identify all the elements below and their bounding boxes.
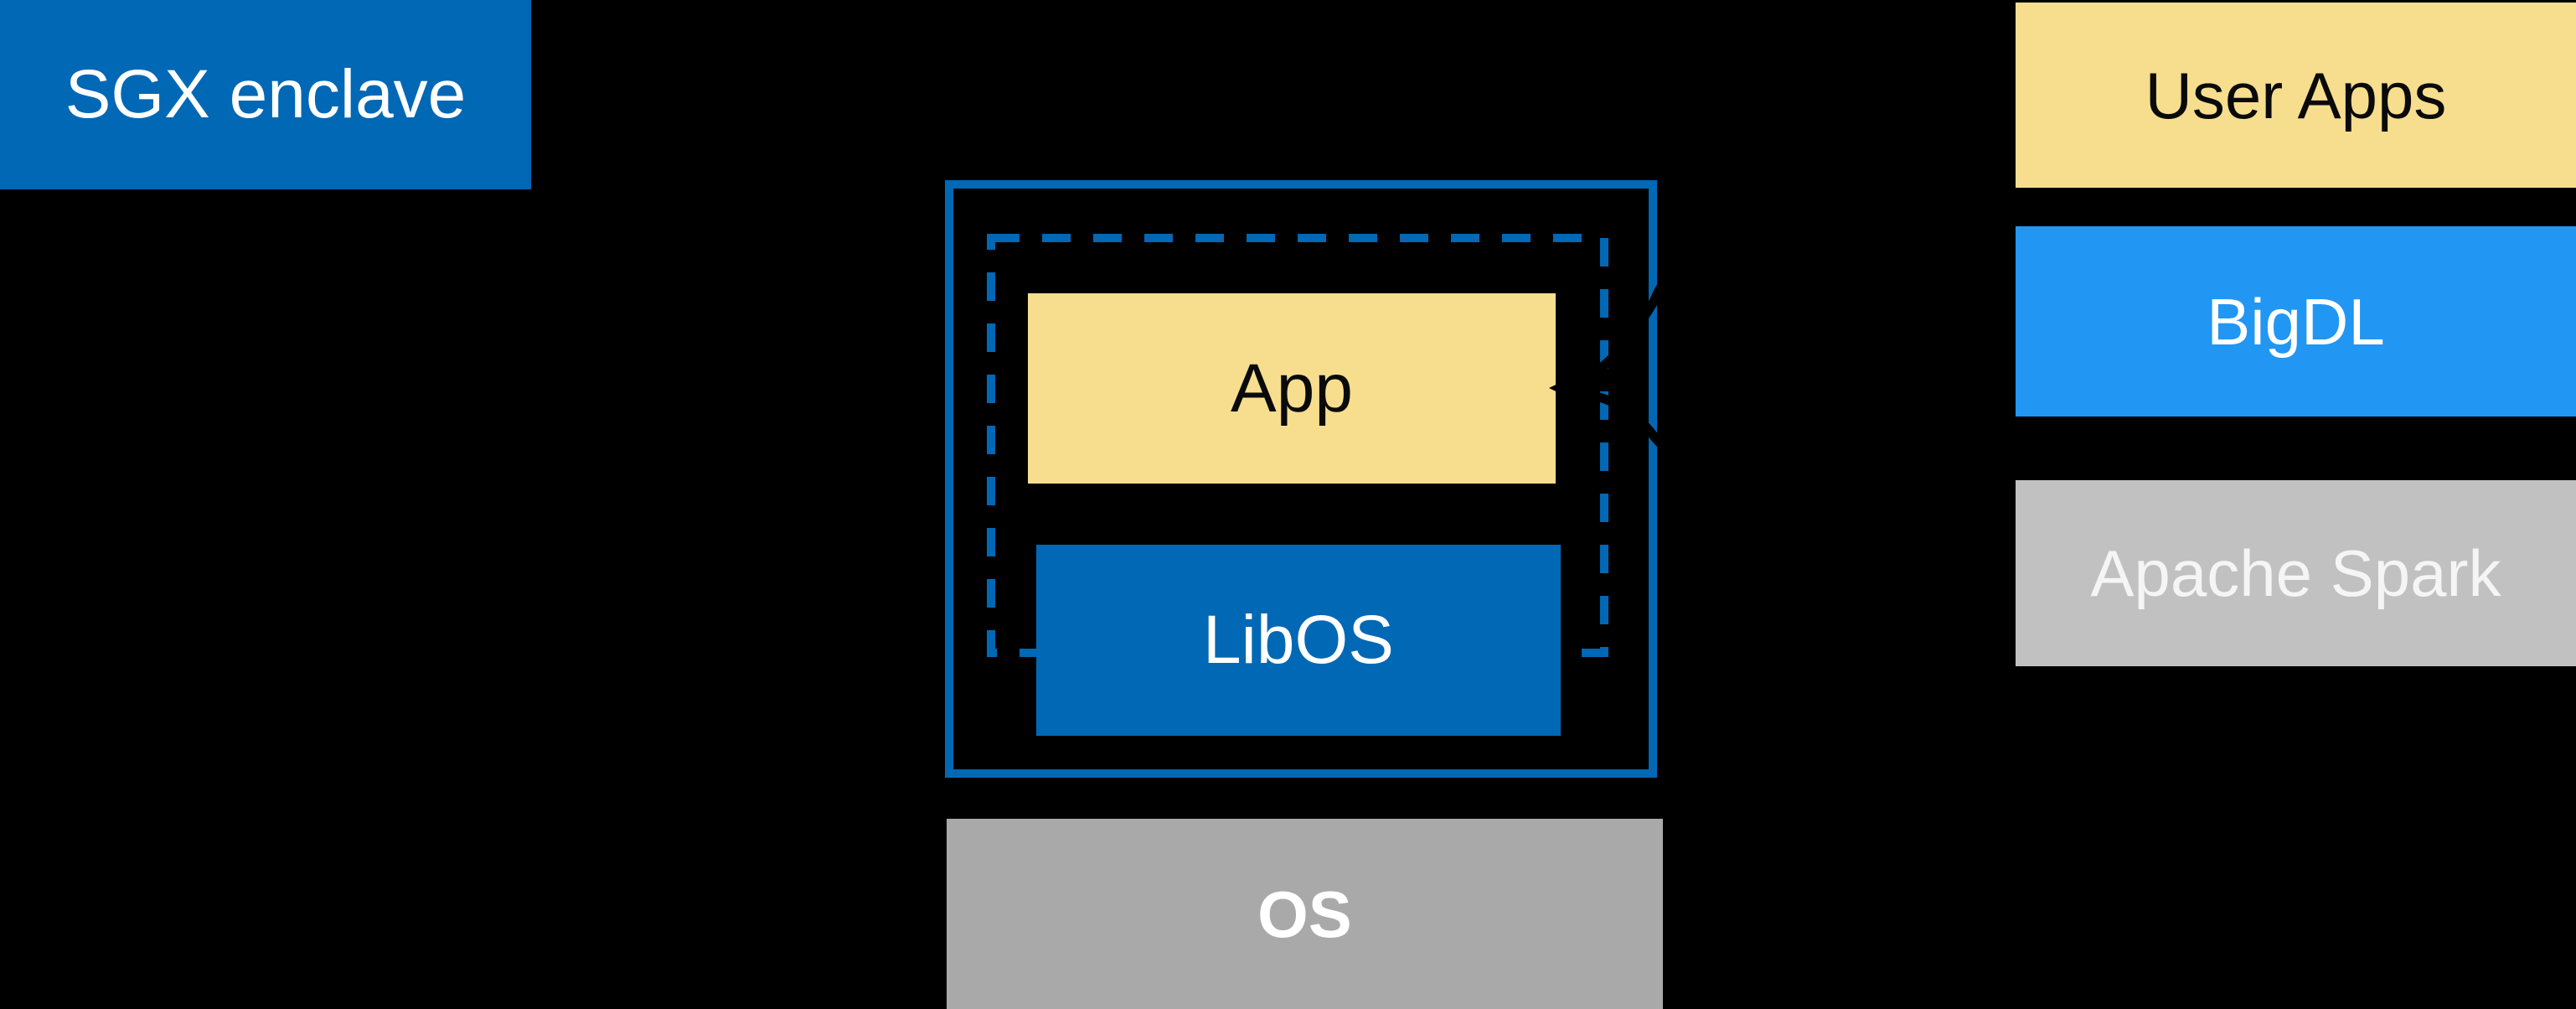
sgx-label-arrowhead-icon	[524, 503, 548, 526]
bigdl-box: BigDL	[2016, 226, 2576, 417]
os-label: OS	[1257, 877, 1352, 951]
apache-spark-box: Apache Spark	[2016, 480, 2576, 666]
user-apps-label: User Apps	[2145, 58, 2447, 132]
libos-label: LibOS	[1203, 602, 1394, 678]
bigdl-label: BigDL	[2207, 284, 2385, 359]
sgx-enclave-label: SGX enclave	[65, 56, 467, 132]
apache-spark-label: Apache Spark	[2090, 536, 2501, 610]
app-label: App	[1231, 349, 1353, 427]
user-apps-box: User Apps	[2016, 3, 2576, 188]
os-box: OS	[947, 819, 1663, 1009]
sgx-enclave-label-box: SGX enclave	[0, 0, 531, 189]
libos-box: LibOS	[1036, 545, 1561, 736]
app-box: App	[1028, 293, 1556, 484]
